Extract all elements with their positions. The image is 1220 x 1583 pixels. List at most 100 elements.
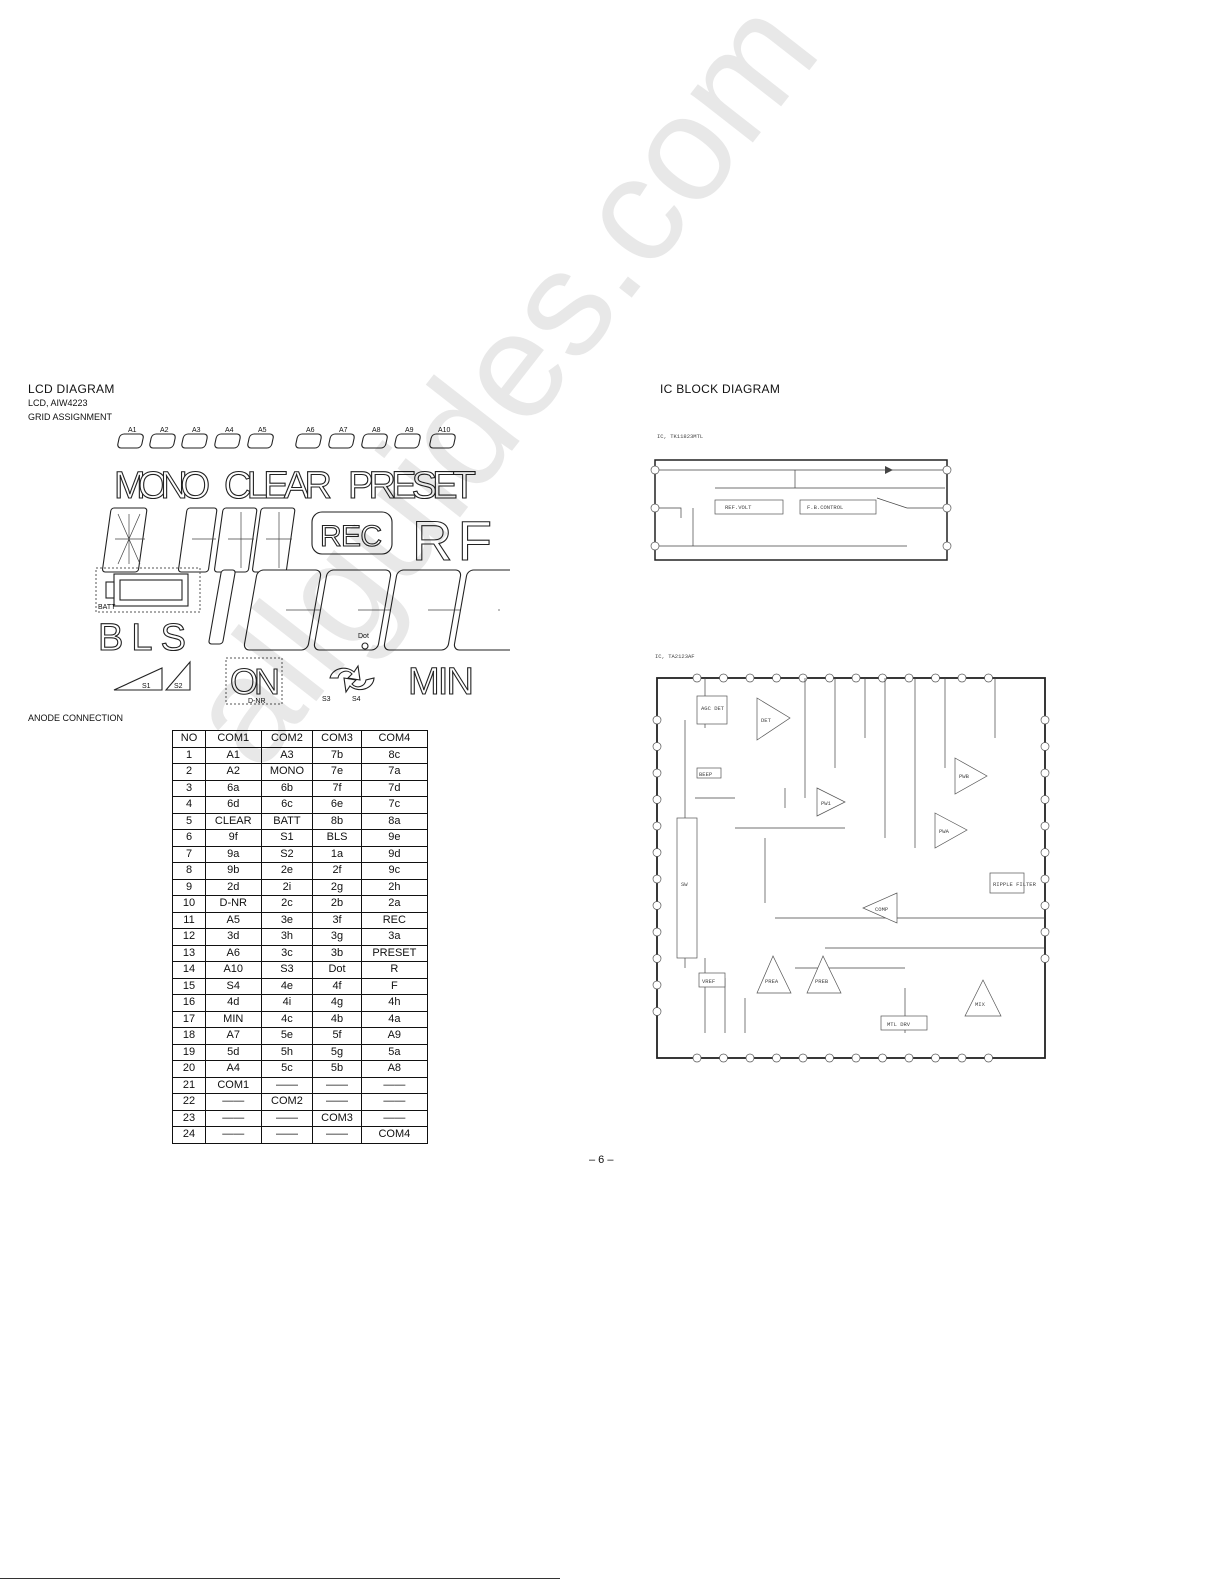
table-cell: 16 [172,994,206,1012]
table-cell: 6c [260,796,314,814]
ic2-sw [676,817,698,959]
table-cell: 3g [312,928,362,946]
ic-pin [957,1053,967,1063]
grid-label-a4: A4 [225,427,234,434]
table-cell: 2g [312,878,362,896]
table-cell: S2 [260,845,314,863]
table-cell: 7d [360,779,429,797]
table-cell: 8 [172,862,206,880]
table-cell: 7 [172,845,206,863]
lcd-diagram-title: LCD DIAGRAM [28,382,115,396]
table-cell: 3d [205,928,262,946]
grid-label-a2: A2 [160,427,169,434]
table-cell: 4b [312,1010,362,1028]
ic2-prea [756,955,792,994]
lcd-dot-mark [361,642,369,650]
table-cell: 3f [312,911,362,929]
table-cell: 2 [172,763,206,781]
table-cell: 8b [312,812,362,830]
ic-pin [652,768,662,778]
ic-pin [904,1053,914,1063]
table-cell: S1 [260,829,314,847]
ic2-comp [862,892,898,924]
table-cell: A7 [205,1027,262,1045]
ic-pin [652,954,662,963]
bottom-rule [0,1578,560,1579]
table-cell: Dot [312,961,362,979]
table-cell: 15 [172,977,206,995]
col-com2: COM2 [260,730,314,748]
ic-pin [878,673,887,683]
table-cell: 7f [312,779,362,797]
table-cell: 6b [260,779,314,797]
table-cell: 9a [205,845,262,863]
table-cell: A6 [205,944,262,962]
table-cell: —— [260,1126,314,1144]
ic2-vref-label: VREF [702,978,715,985]
repeat-icon-s3 [329,664,361,681]
table-cell: 3c [260,944,314,962]
table-cell: 5f [312,1027,362,1045]
table-cell: 10 [172,895,206,913]
ic-pin [652,715,662,725]
ic2-pw1 [816,787,846,817]
ic2-pwb-label: PWB [959,773,970,780]
ic-pin [1040,954,1050,963]
table-cell: COM2 [260,1093,314,1111]
table-cell: 4 [172,796,206,814]
ic-pin [719,1053,728,1063]
ic2-det-label: DET [761,717,772,724]
table-row: 23————COM3—— [172,1109,429,1127]
table-cell: A10 [205,961,262,979]
ic1-label: IC, TK11823MTL [657,433,703,440]
table-cell: 2i [260,878,314,896]
table-cell: 5d [205,1043,262,1061]
table-cell: COM4 [360,1126,429,1144]
ic2-agc-det-label: AGC DET [701,705,725,712]
table-cell: 18 [172,1027,206,1045]
grid-label-a1: A1 [128,427,137,434]
table-cell: 7a [360,763,429,781]
ic-pin [1040,927,1050,937]
ic2-mtl-drv-label: MTL DRV [887,1021,911,1028]
lcd-bls: BLS [98,617,186,659]
table-cell: —— [312,1076,362,1094]
table-cell: 22 [172,1093,206,1111]
ic-pin [652,874,662,884]
lcd-mono: MONO [114,465,210,507]
table-cell: 5a [360,1043,429,1061]
table-cell: R [360,961,429,979]
table-cell: 5h [260,1043,314,1061]
table-cell: 1 [172,746,206,764]
ic2-vref [698,972,726,988]
ic-pin [1040,848,1050,857]
ic-pin [772,1053,781,1063]
ic-pin [1040,742,1050,751]
ic-pin [851,673,861,683]
table-cell: 20 [172,1060,206,1078]
table-cell: 2h [360,878,429,896]
table-cell: BATT [260,812,314,830]
lcd-batt: BATT [98,604,116,611]
table-cell: COM1 [205,1076,262,1094]
ic-pin [1040,821,1050,831]
table-cell: 9 [172,878,206,896]
ic-pin [745,673,755,683]
table-cell: —— [205,1093,262,1111]
table-cell: S3 [260,961,314,979]
anode-connection-title: ANODE CONNECTION [28,713,124,723]
ic2-sw-label: SW [681,881,688,888]
table-cell: A9 [360,1027,429,1045]
ic2-ripple-filter [989,872,1025,894]
